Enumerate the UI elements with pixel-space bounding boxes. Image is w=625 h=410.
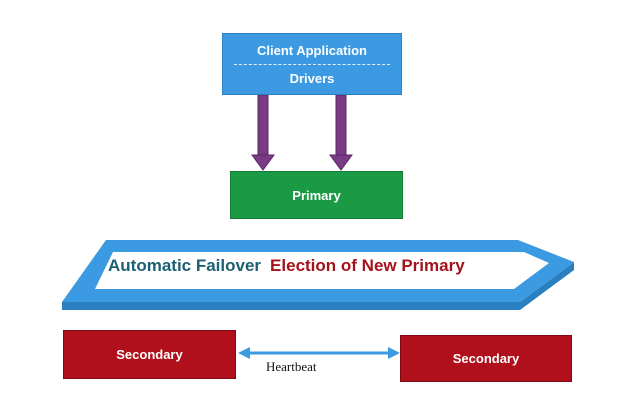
drivers-label: Drivers [289,70,335,86]
heartbeat-arrow [238,347,400,359]
banner-bottom-face [62,262,574,310]
failover-banner [62,240,574,310]
secondary-left-label: Secondary [116,347,183,362]
automatic-failover-text: Automatic Failover [108,256,262,275]
heartbeat-arrowhead-left [238,347,250,359]
client-application-label: Client Application [256,42,368,58]
secondary-node-right: Secondary [400,335,572,382]
primary-node-box: Primary [230,171,403,219]
secondary-node-left: Secondary [63,330,236,379]
heartbeat-arrowhead-right [388,347,400,359]
client-application-box: Client Application Drivers [222,33,402,95]
driver-arrow-right [329,94,353,171]
banner-inner-panel [95,252,549,289]
client-box-divider [234,63,390,65]
secondary-right-label: Secondary [452,351,520,366]
heartbeat-label: Heartbeat [266,359,317,374]
driver-arrow-left [251,94,275,171]
driver-arrows [251,94,353,171]
election-text: Election of New Primary [270,256,465,275]
primary-label: Primary [292,187,341,203]
banner-text: Automatic Failover Election of New Primar… [108,256,465,276]
